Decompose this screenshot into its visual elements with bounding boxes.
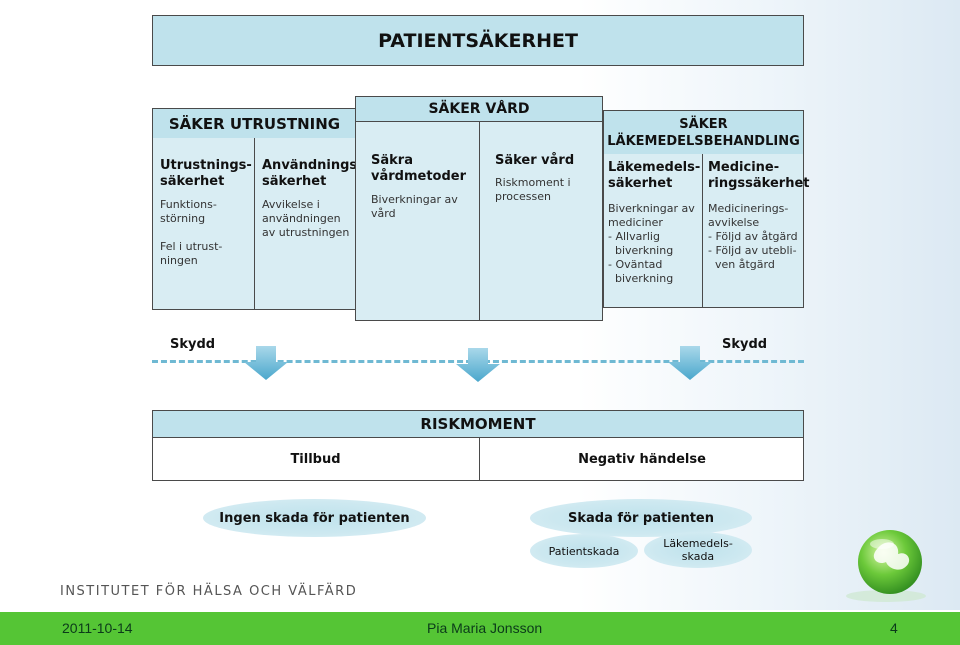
footer-date: 2011-10-14 xyxy=(62,620,133,636)
column-body: Biverkningar av mediciner - Allvarlig bi… xyxy=(608,202,695,285)
section-divider xyxy=(702,154,703,308)
column-heading: Säkra vårdmetoder xyxy=(371,153,467,184)
outcome-harm: Skada för patienten xyxy=(530,499,752,537)
organization-name: INSTITUTET FÖR HÄLSA OCH VÄLFÄRD xyxy=(60,584,358,599)
outcome-no-harm: Ingen skada för patienten xyxy=(203,499,426,537)
footer-author: Pia Maria Jonsson xyxy=(427,620,543,636)
logo-sphere-icon xyxy=(846,530,926,602)
column-body: Funktions- störning Fel i utrust- ningen xyxy=(160,198,223,267)
down-arrow-icon xyxy=(244,346,288,380)
section-safe-medication-title: SÄKER LÄKEMEDELSBEHANDLING xyxy=(603,110,804,154)
section-safe-care-title: SÄKER VÅRD xyxy=(355,96,603,122)
down-arrow-icon xyxy=(668,346,712,380)
column-heading: Läkemedels- säkerhet xyxy=(608,160,701,191)
column-body: Medicinerings- avvikelse - Följd av åtgä… xyxy=(708,202,798,271)
protection-label: Skydd xyxy=(722,337,768,352)
outcome-drug-harm: Läkemedels- skada xyxy=(644,532,752,568)
column-body: Avvikelse i användningen av utrustningen xyxy=(262,198,350,239)
column-heading: Medicine- ringssäkerhet xyxy=(708,160,810,191)
near-miss-label: Tillbud xyxy=(290,452,341,467)
protection-label: Skydd xyxy=(170,337,216,352)
risk-moment-row xyxy=(152,438,804,481)
adverse-event-label: Negativ händelse xyxy=(578,452,706,467)
section-divider xyxy=(254,138,255,310)
column-heading: Utrustnings- säkerhet xyxy=(160,158,252,189)
section-safe-equipment-title: SÄKER UTRUSTNING xyxy=(152,108,357,138)
down-arrow-icon xyxy=(456,348,500,382)
page-number: 4 xyxy=(890,620,898,636)
diagram-title: PATIENTSÄKERHET xyxy=(152,15,804,66)
column-body: Riskmoment i processen xyxy=(495,176,571,203)
outcome-patient-harm: Patientskada xyxy=(530,534,638,568)
section-divider xyxy=(479,438,480,481)
section-divider xyxy=(479,122,480,321)
column-heading: Säker vård xyxy=(495,153,575,168)
footer-bar xyxy=(0,612,960,645)
column-body: Biverkningar av vård xyxy=(371,193,458,220)
risk-moment-title: RISKMOMENT xyxy=(152,410,804,438)
column-heading: Användnings- säkerhet xyxy=(262,158,363,189)
